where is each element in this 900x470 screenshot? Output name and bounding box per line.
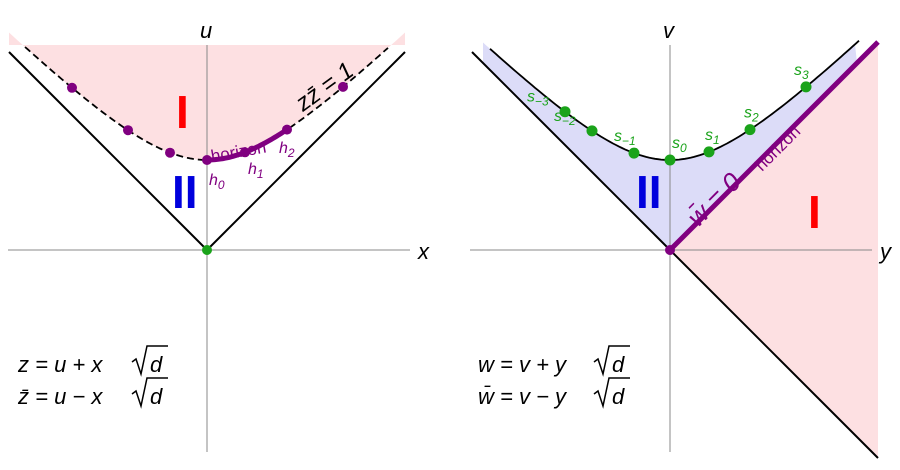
left-region-I-label: I [176, 86, 189, 138]
right-point-letter: s [794, 62, 802, 79]
left-hyperbola-point [240, 147, 250, 158]
left-region-II-label: II [172, 166, 198, 218]
svg-text:w = v + y: w = v + y [478, 352, 568, 377]
right-axis-y-label: y [878, 239, 893, 264]
svg-text:w̄ = v − y: w̄ = v − y [478, 384, 568, 409]
left-axis-x-label: x [417, 239, 430, 264]
right-formula-w: w = v + y d [478, 345, 630, 377]
right-point-letter: s [527, 89, 535, 106]
h0-sub: 0 [218, 178, 225, 192]
right-formula-wbar-rest: = v − y [494, 384, 568, 409]
right-point-subscript: −2 [562, 114, 576, 128]
right-point-label-s4: s1 [705, 127, 720, 147]
left-sqrt-arg-2: d [150, 384, 163, 409]
right-point-subscript: 3 [802, 68, 809, 82]
left-point-label-h1: h1 [248, 161, 264, 181]
right-hyperbola-point-s2 [628, 147, 640, 159]
left-point-label-h2: h2 [279, 140, 295, 160]
svg-text:h2: h2 [279, 140, 295, 160]
right-point-subscript: −3 [535, 95, 549, 109]
left-hyperbola-point [123, 125, 133, 136]
left-hyperbola-point [165, 147, 175, 158]
right-lightcone-left [471, 51, 671, 251]
left-formula-zbar-rest: = u − x [29, 384, 103, 409]
right-hyperbola-point-s3 [664, 154, 676, 166]
svg-text:h1: h1 [248, 161, 264, 181]
left-hyperbola-point [282, 124, 292, 135]
right-region-I-label: I [808, 186, 821, 238]
left-sqrt-sign-1 [131, 345, 168, 377]
right-point-letter: s [705, 127, 713, 144]
right-point-label-s1: s−2 [554, 108, 576, 128]
left-formula-zbar-lhs: z̄ [17, 384, 29, 409]
right-region-II-label: II [636, 166, 662, 218]
left-formula-z: z = u + x d [17, 345, 168, 377]
right-hyperbola-point-s6 [800, 81, 812, 93]
right-formula-wbar-lhs: w̄ [478, 384, 496, 409]
left-formula-z-lhs: z [17, 352, 29, 377]
right-formula-w-rest: = v + y [494, 352, 568, 377]
h1-sub: 1 [257, 167, 264, 181]
right-point-letter: s [744, 105, 752, 122]
right-hyperbola-point-s1 [586, 125, 598, 137]
right-point-letter: s [614, 128, 622, 145]
left-hyperbola-point [202, 155, 212, 165]
right-point-subscript: −1 [622, 134, 636, 148]
left-formula-zbar: z̄ = u − x d [17, 377, 168, 409]
left-panel: u x I II zz̄ = 1 horizon h0 h1 h2 z = u … [8, 18, 430, 452]
h1-letter: h [248, 161, 257, 178]
left-point-label-h0: h0 [209, 172, 225, 192]
right-formula-wbar: w̄ = v − y d [478, 377, 630, 409]
right-point-label-s5: s2 [744, 105, 759, 125]
right-lightcone-lower [669, 249, 879, 459]
svg-text:h0: h0 [209, 172, 225, 192]
left-lightcone-right [206, 51, 406, 251]
left-sqrt-sign-2 [131, 377, 168, 409]
right-formula-w-lhs: w [478, 352, 496, 377]
right-point-label-s3: s0 [672, 135, 687, 155]
h2-sub: 2 [287, 146, 295, 160]
right-point-subscript: 1 [713, 133, 720, 147]
right-sqrt-sign-1 [593, 345, 630, 377]
h2-letter: h [279, 140, 288, 157]
right-hyperbola-point-s4 [703, 146, 715, 158]
right-point-letter: s [554, 108, 562, 125]
left-origin-point [202, 245, 212, 255]
right-horizon-line-wbar-0 [668, 40, 880, 252]
left-lightcone-left [8, 51, 208, 251]
right-sqrt-sign-2 [593, 377, 630, 409]
right-point-label-s0: s−3 [527, 89, 549, 109]
right-hyperbola-point-s0 [559, 106, 571, 118]
right-point-letter: s [672, 135, 680, 152]
right-point-subscript: 2 [751, 111, 759, 125]
left-hyperbola-point [67, 82, 77, 93]
left-sqrt-arg-1: d [150, 352, 163, 377]
right-hyperbola-point-s5 [744, 124, 756, 136]
right-point-label-s2: s−1 [614, 128, 636, 148]
right-sqrt-arg-1: d [612, 352, 625, 377]
right-origin-point [665, 245, 675, 255]
left-axis-u-label: u [200, 18, 212, 43]
right-axis-v-label: v [663, 18, 676, 43]
svg-text:z = u + x: z = u + x [17, 352, 103, 377]
right-sqrt-arg-2: d [612, 384, 625, 409]
left-formula-z-rest: = u + x [29, 352, 103, 377]
right-point-label-s6: s3 [794, 62, 809, 82]
left-hyperbola-point [338, 81, 348, 92]
h0-letter: h [209, 172, 218, 189]
svg-text:z̄ = u − x: z̄ = u − x [17, 384, 103, 409]
right-point-subscript: 0 [680, 141, 687, 155]
left-hyperbola-zzbar-1 [24, 46, 389, 161]
